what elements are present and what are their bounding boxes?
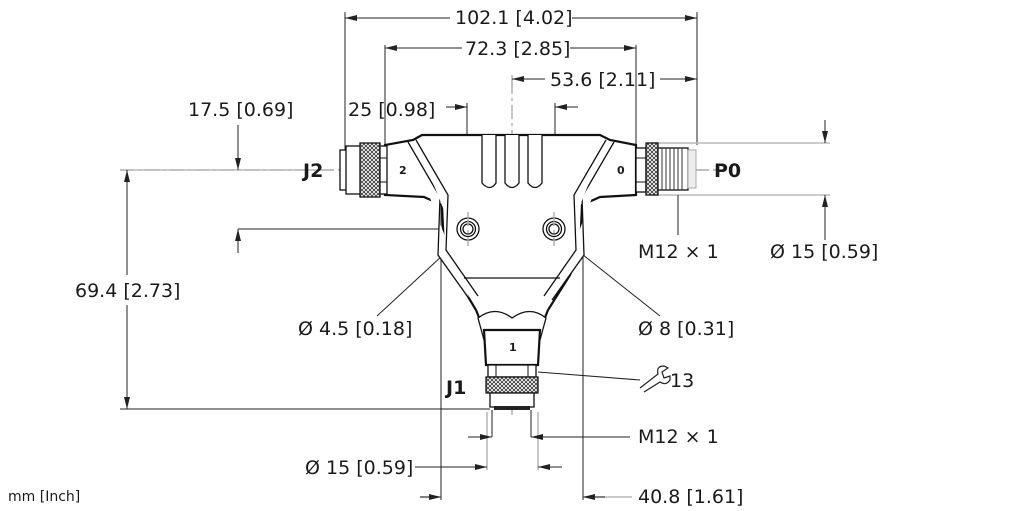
- dim-right-offset: 53.6 [2.11]: [550, 69, 655, 91]
- dim-overall-height: 69.4 [2.73]: [75, 280, 180, 302]
- dim-hole-spacing: 25 [0.98]: [348, 99, 435, 121]
- dim-small-hole: Ø 4.5 [0.18]: [298, 318, 412, 340]
- port-num-2: 2: [399, 164, 407, 177]
- dim-right-thread: M12 × 1: [638, 241, 719, 263]
- connector-p0: [635, 142, 697, 196]
- dim-bottom-diameter: Ø 15 [0.59]: [305, 457, 413, 479]
- dim-right-diameter: Ø 15 [0.59]: [770, 241, 878, 263]
- dim-overall-width: 102.1 [4.02]: [455, 7, 573, 29]
- dim-wrench-size: 13: [670, 370, 694, 392]
- dim-body-depth: 40.8 [1.61]: [638, 486, 743, 508]
- dim-bottom-thread: M12 × 1: [638, 426, 719, 448]
- connector-j1: [485, 364, 539, 410]
- dim-large-hole: Ø 8 [0.31]: [638, 318, 734, 340]
- connector-body: [383, 133, 638, 367]
- wrench-icon: [639, 365, 671, 393]
- units-note: mm [Inch]: [8, 489, 80, 505]
- dim-hole-offset-v: 17.5 [0.69]: [188, 99, 293, 121]
- port-num-1: 1: [509, 341, 517, 354]
- dim-mid-width: 72.3 [2.85]: [465, 38, 570, 60]
- port-label-p0: P0: [714, 160, 741, 182]
- port-num-0: 0: [617, 164, 625, 177]
- centerlines: [120, 80, 720, 415]
- mounting-hole-left: [456, 217, 480, 241]
- port-label-j1: J1: [444, 377, 466, 399]
- connector-j2: [339, 142, 388, 198]
- port-label-j2: J2: [301, 160, 323, 182]
